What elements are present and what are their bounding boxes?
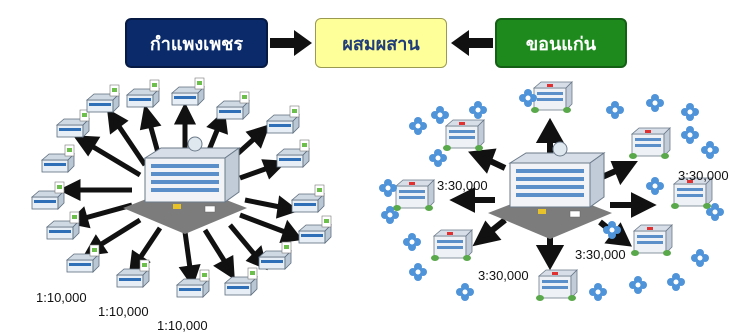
khon-kaen-label: ขอนแก่น [525,33,597,54]
mixed-model-box: ผสมผสาน [315,18,447,68]
right-central-hospital [487,141,613,240]
right-arrow-icon [270,30,312,56]
kamphaeng-phet-label: กำแพงเพชร [149,33,244,54]
ratio-label-left-2: 1:10,000 [98,304,149,319]
kamphaeng-phet-box: กำแพงเพชร [125,18,268,68]
ratio-label-right-1: 3:30,000 [437,178,488,193]
mixed-model-label: ผสมผสาน [342,33,420,54]
ratio-label-right-4: 3:30,000 [478,268,529,283]
ratio-label-left-1: 1:10,000 [36,290,87,305]
left-central-hospital [122,136,248,235]
ratio-label-right-2: 3:30,000 [678,168,729,183]
ratio-label-right-3: 3:30,000 [575,247,626,262]
left-arrow-icon [451,30,493,56]
ratio-label-left-3: 1:10,000 [157,318,208,333]
khon-kaen-box: ขอนแก่น [495,18,627,68]
